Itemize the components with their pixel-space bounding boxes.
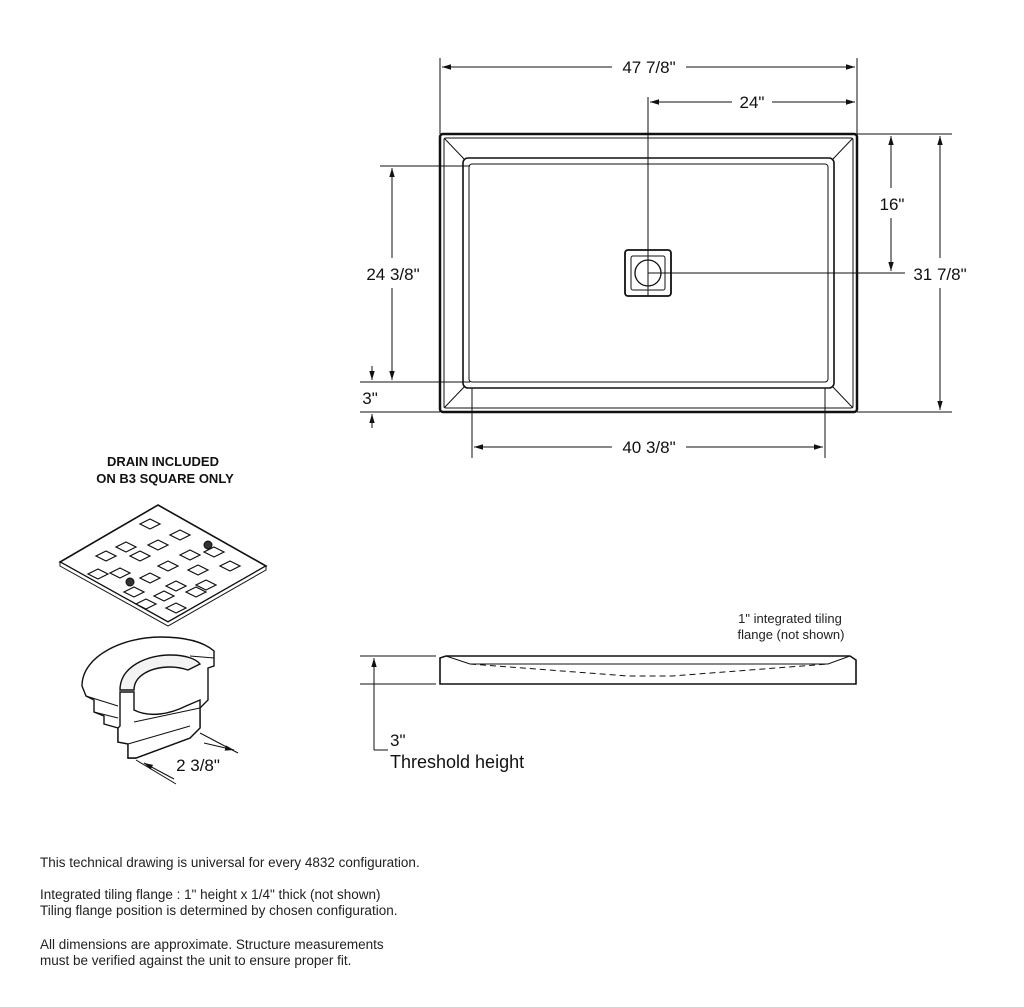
bevel-line <box>831 137 854 161</box>
drain-title-line1: DRAIN INCLUDED <box>107 454 219 469</box>
grate-slot <box>202 546 226 558</box>
bevel-line <box>443 137 466 161</box>
grate-slot <box>152 590 176 602</box>
grate-slot <box>186 564 210 576</box>
drain-ring-line <box>93 711 119 719</box>
dim-inner-depth: 24 3/8" <box>366 265 419 284</box>
dim-inner-width: 40 3/8" <box>622 438 675 457</box>
grate-slot <box>114 541 138 553</box>
dim-drain-height: 2 3/8" <box>176 756 220 775</box>
note-universal: This technical drawing is universal for … <box>40 855 420 870</box>
grate-slot <box>108 567 132 579</box>
dim-drain-offset-x: 24" <box>740 93 765 112</box>
grate-slot <box>122 586 146 598</box>
grate-slot <box>178 549 202 561</box>
top-view <box>360 58 952 458</box>
drain-cutaway <box>117 691 201 759</box>
grate-slot <box>146 539 170 551</box>
tray-slope-hidden <box>469 663 829 677</box>
drain-height-dim <box>135 732 239 785</box>
grate-slot <box>168 529 192 541</box>
threshold-label: Threshold height <box>390 752 524 772</box>
grate-slot <box>156 560 180 572</box>
flange-note-line2: flange (not shown) <box>738 627 845 642</box>
grate-screw <box>203 540 213 550</box>
notes-block: This technical drawing is universal for … <box>40 855 560 969</box>
grate-slots <box>86 518 242 614</box>
tray-side-lip <box>445 655 851 665</box>
grate-slot <box>218 560 242 572</box>
note-approx-line1: All dimensions are approximate. Structur… <box>40 937 384 952</box>
drain-ring-line <box>85 695 119 707</box>
flange-note-line1: 1" integrated tiling <box>738 611 842 626</box>
grate-slot <box>134 598 158 610</box>
grate-slot <box>164 602 188 614</box>
note-flange-line2: Tiling flange position is determined by … <box>40 903 398 918</box>
grate-slot <box>138 518 162 530</box>
dim-line-drain-height <box>143 762 175 780</box>
grate-slot <box>138 572 162 584</box>
grate-slot <box>128 550 152 562</box>
bevel-line <box>443 385 466 409</box>
note-flange-line1: Integrated tiling flange : 1" height x 1… <box>40 887 381 902</box>
drain-title-line2: ON B3 SQUARE ONLY <box>96 471 234 486</box>
drain-opening <box>119 654 202 691</box>
bevel-line <box>831 385 854 409</box>
drain-ring-line <box>127 725 191 745</box>
side-view <box>360 655 857 751</box>
threshold-value: 3" <box>390 731 406 750</box>
grate-plate-edge <box>59 561 267 627</box>
grate-slot <box>164 580 188 592</box>
grate-slot <box>184 586 208 598</box>
tray-side-profile <box>439 655 857 685</box>
dim-overall-depth: 31 7/8" <box>913 265 966 284</box>
drain-body <box>81 636 215 759</box>
note-approx-line2: must be verified against the unit to ens… <box>40 953 352 968</box>
grate-slot <box>94 550 118 562</box>
drain-ring-line <box>133 707 201 723</box>
extension-line <box>135 759 177 785</box>
grate-slot <box>194 579 218 591</box>
drain-ring-line <box>189 655 215 659</box>
grate-slot <box>86 568 110 580</box>
grate-screw <box>125 577 135 587</box>
dim-line-drain-height <box>203 742 235 751</box>
dim-overall-width: 47 7/8" <box>622 58 675 77</box>
dim-drain-offset-y: 16" <box>880 195 905 214</box>
dim-flange-depth: 3" <box>362 389 378 408</box>
drain-grate <box>58 504 268 627</box>
